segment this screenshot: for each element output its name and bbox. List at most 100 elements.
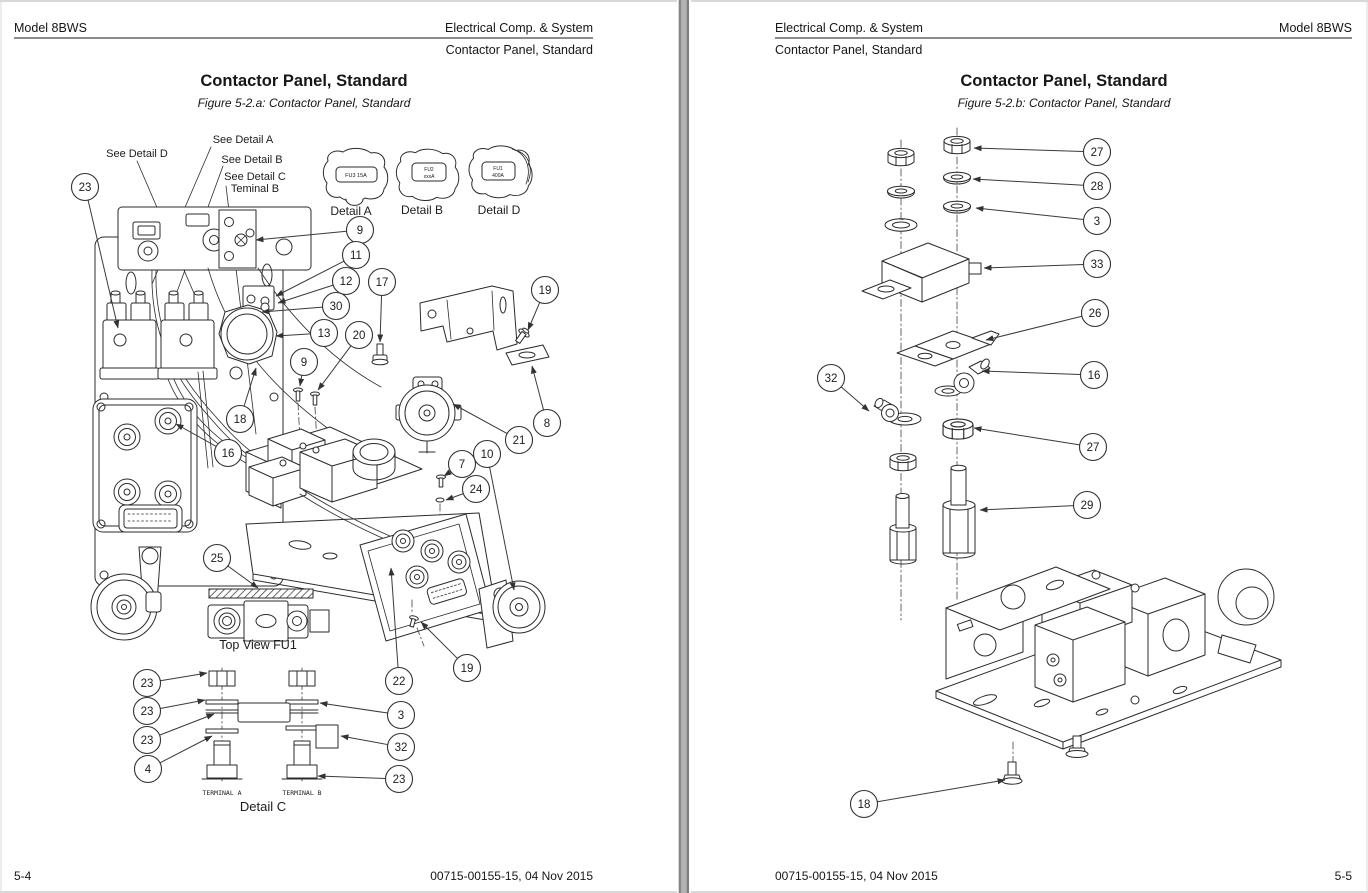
callout-13: 13 xyxy=(275,318,339,348)
svg-text:32: 32 xyxy=(825,373,838,385)
svg-text:9: 9 xyxy=(357,225,363,237)
svg-text:26: 26 xyxy=(1089,308,1102,320)
callout-11: 11 xyxy=(275,240,371,297)
callout-3: 3 xyxy=(975,205,1112,236)
header-model-left: Model 8BWS xyxy=(14,21,87,35)
svg-text:20: 20 xyxy=(353,330,366,342)
page-title-right: Contactor Panel, Standard xyxy=(960,72,1168,90)
callout-3: 3 xyxy=(319,700,416,730)
figure-label: Top View FU1 xyxy=(219,638,297,652)
svg-text:27: 27 xyxy=(1091,147,1104,159)
callout-23: 23 xyxy=(70,172,120,329)
callout-28: 28 xyxy=(972,171,1112,201)
svg-text:3: 3 xyxy=(1094,216,1100,228)
callout-26: 26 xyxy=(985,298,1110,342)
svg-text:7: 7 xyxy=(459,459,465,471)
callout-16: 16 xyxy=(175,423,243,468)
svg-text:21: 21 xyxy=(513,435,526,447)
callout-9: 9 xyxy=(289,347,319,387)
figure-label: See Detail C xyxy=(224,171,286,183)
doc-number-right: 00715-00155-15, 04 Nov 2015 xyxy=(775,869,938,883)
figure-label: See Detail D xyxy=(106,148,168,160)
figure-label: See Detail A xyxy=(213,134,274,146)
svg-text:16: 16 xyxy=(1088,370,1101,382)
svg-text:19: 19 xyxy=(461,663,474,675)
svg-text:22: 22 xyxy=(393,676,406,688)
callout-8: 8 xyxy=(531,365,562,438)
callout-29: 29 xyxy=(979,490,1102,520)
svg-text:9: 9 xyxy=(301,357,307,369)
svg-text:30: 30 xyxy=(330,301,343,313)
figure-label: TERMINAL B xyxy=(282,789,321,797)
callout-7: 7 xyxy=(443,449,477,479)
header-topic-right: Contactor Panel, Standard xyxy=(775,43,923,57)
svg-text:23: 23 xyxy=(141,706,154,718)
figure-label: Detail D xyxy=(478,203,521,217)
callout-30: 30 xyxy=(261,291,351,321)
svg-text:11: 11 xyxy=(350,250,362,262)
svg-text:16: 16 xyxy=(222,448,235,460)
callout-27: 27 xyxy=(973,426,1108,462)
svg-text:13: 13 xyxy=(318,328,331,340)
callout-23: 23 xyxy=(132,668,208,698)
callout-23: 23 xyxy=(317,764,414,794)
callout-24: 24 xyxy=(445,474,491,504)
callout-17: 17 xyxy=(367,267,397,343)
callout-19: 19 xyxy=(527,275,560,331)
svg-text:4: 4 xyxy=(145,764,152,776)
svg-text:23: 23 xyxy=(393,774,406,786)
svg-text:12: 12 xyxy=(340,276,353,288)
callout-23: 23 xyxy=(132,696,206,726)
callout-19: 19 xyxy=(420,621,482,683)
figure-label: Detail A xyxy=(330,204,371,218)
callout-10: 10 xyxy=(472,439,516,591)
svg-text:18: 18 xyxy=(858,799,871,811)
doc-number-left: 00715-00155-15, 04 Nov 2015 xyxy=(430,869,593,883)
figure-5-2b-art xyxy=(861,127,1282,785)
svg-text:23: 23 xyxy=(79,182,92,194)
figure-5-2a-callouts: See Detail D See Detail A See Detail B See … xyxy=(70,134,562,814)
figure-label: 400A xyxy=(492,173,504,179)
svg-text:32: 32 xyxy=(395,742,408,754)
figure-label: Teminal B xyxy=(231,183,279,195)
callout-32: 32 xyxy=(816,363,870,412)
svg-text:33: 33 xyxy=(1091,259,1104,271)
svg-text:28: 28 xyxy=(1091,181,1104,193)
header-topic-left: Contactor Panel, Standard xyxy=(445,43,593,57)
figure-label: FU1 xyxy=(493,166,503,172)
svg-text:29: 29 xyxy=(1081,500,1094,512)
svg-text:25: 25 xyxy=(211,553,224,565)
callout-32: 32 xyxy=(340,732,416,762)
svg-text:23: 23 xyxy=(141,735,154,747)
callout-4: 4 xyxy=(133,735,213,784)
callout-33: 33 xyxy=(983,249,1112,279)
figure-label: Detail C xyxy=(240,799,286,814)
svg-text:19: 19 xyxy=(539,285,552,297)
figure-caption-right: Figure 5-2.b: Contactor Panel, Standard xyxy=(957,96,1171,110)
svg-text:23: 23 xyxy=(141,678,154,690)
callout-9: 9 xyxy=(255,215,375,245)
callout-22: 22 xyxy=(384,567,414,696)
figure-label: xxxA xyxy=(424,174,436,180)
figure-label: Detail B xyxy=(401,203,443,217)
header-section-left: Electrical Comp. & System xyxy=(445,21,593,35)
figure-label: See Detail B xyxy=(221,154,282,166)
callout-18: 18 xyxy=(225,367,257,434)
svg-text:3: 3 xyxy=(398,710,404,722)
header-section-right: Electrical Comp. & System xyxy=(775,21,923,35)
figure-caption-left: Figure 5-2.a: Contactor Panel, Standard xyxy=(197,96,411,110)
callout-25: 25 xyxy=(202,543,259,589)
svg-text:8: 8 xyxy=(544,418,550,430)
callout-16: 16 xyxy=(981,360,1109,390)
callout-12: 12 xyxy=(277,266,361,304)
callout-18: 18 xyxy=(849,778,1006,819)
callout-23: 23 xyxy=(132,713,215,755)
svg-text:18: 18 xyxy=(234,414,247,426)
callout-27: 27 xyxy=(973,137,1112,167)
header-rule-left xyxy=(14,37,593,39)
page-divider xyxy=(677,0,691,893)
svg-text:27: 27 xyxy=(1087,442,1100,454)
callout-21: 21 xyxy=(452,403,534,455)
